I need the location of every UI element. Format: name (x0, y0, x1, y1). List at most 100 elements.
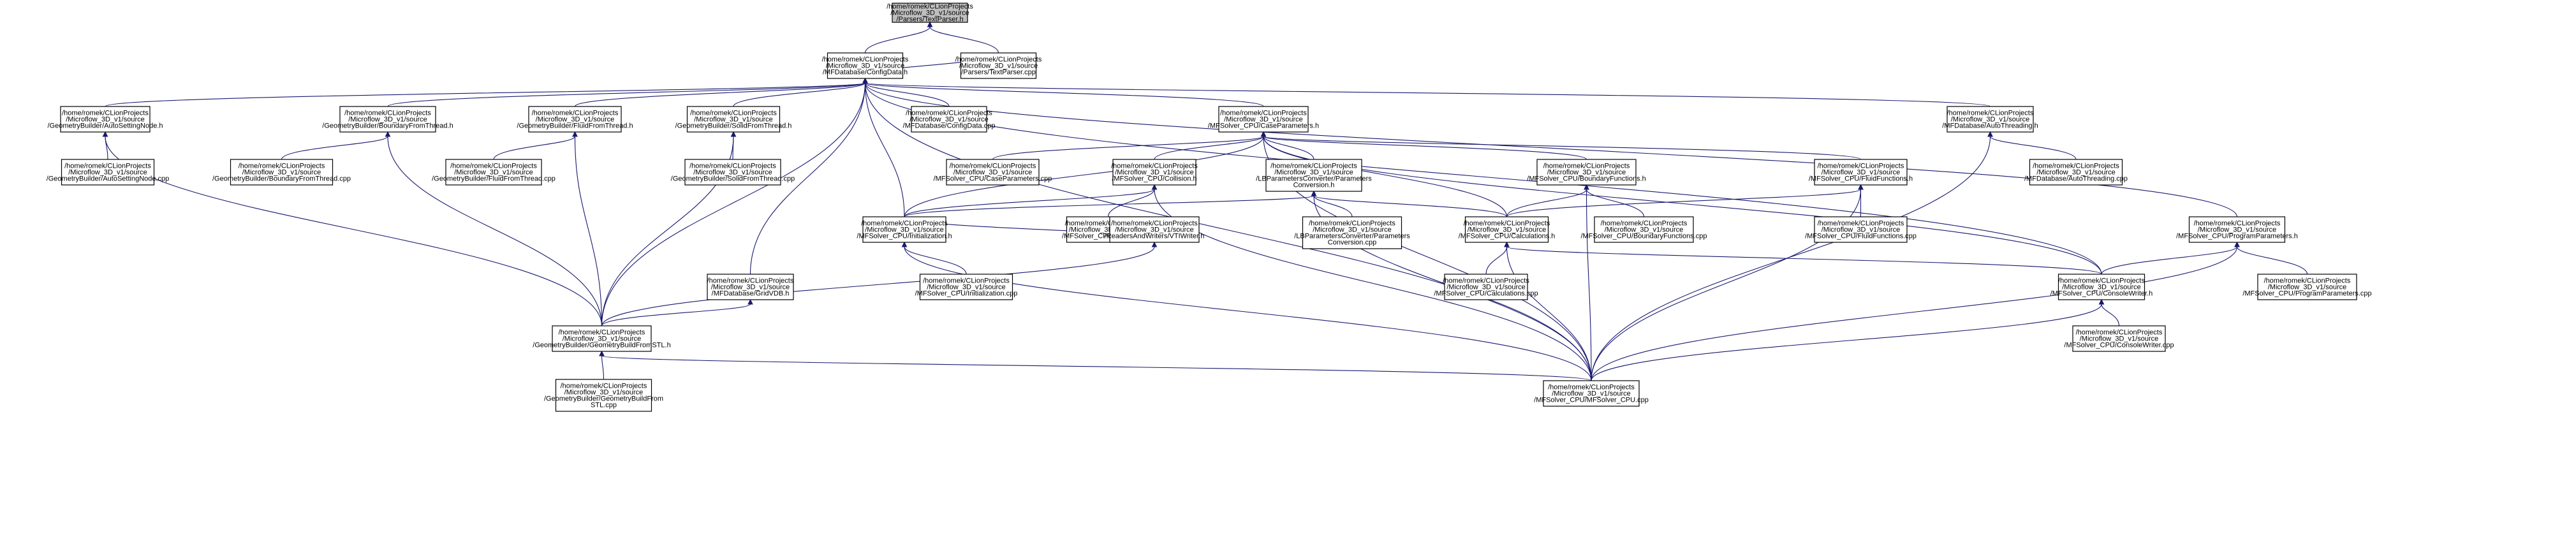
node-label-line: /Microflow_3D_v1/source (564, 389, 644, 397)
node-label-line: /Microflow_3D_v1/source (2062, 284, 2141, 291)
node-label-line: /Microflow_3D_v1/source (1224, 116, 1303, 124)
node-label-line: /home/romek/CLionProjects (532, 110, 619, 117)
node-box (911, 106, 987, 133)
node-label-line: /Microflow_3D_v1/source (68, 169, 147, 177)
edge-mfsolver-cpu-cpp-to-consolewriter-h (1591, 298, 2105, 381)
node-label-line: /home/romek/CLionProjects (887, 3, 973, 11)
node-boundaryfromthread-h[interactable]: /home/romek/CLionProjects/Microflow_3D_v… (322, 106, 453, 133)
node-autothreading-cpp[interactable]: /home/romek/CLionProjects/Microflow_3D_v… (2024, 159, 2128, 186)
edge-line (601, 355, 1592, 381)
node-fluidfunctions-h[interactable]: /home/romek/CLionProjects/Microflow_3D_v… (1809, 159, 1913, 186)
edge-arrowhead (1858, 184, 1864, 190)
edge-fluidfromthread-h-to-configdata-h (574, 77, 868, 107)
node-box (2057, 274, 2145, 300)
node-label-line: /Microflow_3D_v1/source (2198, 226, 2277, 234)
node-consolewriter-h[interactable]: /home/romek/CLionProjects/Microflow_3D_v… (2050, 274, 2153, 300)
node-box (684, 159, 781, 186)
node-autosettingnode-cpp[interactable]: /home/romek/CLionProjects/Microflow_3D_v… (47, 159, 170, 186)
node-geombuildfromstl-cpp[interactable]: /home/romek/CLionProjects/Microflow_3D_v… (544, 379, 663, 412)
node-geombuildfromstl-h[interactable]: /home/romek/CLionProjects/Microflow_3D_v… (533, 325, 671, 352)
node-collision-h[interactable]: /home/romek/CLionProjects/Microflow_3D_v… (1111, 159, 1198, 186)
node-caseparameters-h[interactable]: /home/romek/CLionProjects/Microflow_3D_v… (1208, 106, 1319, 133)
node-label-line: /home/romek/CLionProjects (861, 220, 948, 228)
node-box (960, 52, 1037, 79)
node-label-line: /Microflow_3D_v1/source (454, 169, 533, 177)
node-boundaryfromthread-cpp[interactable]: /home/romek/CLionProjects/Microflow_3D_v… (212, 159, 351, 186)
node-calculations-cpp[interactable]: /home/romek/CLionProjects/Microflow_3D_v… (1434, 274, 1538, 300)
node-caseparameters-cpp[interactable]: /home/romek/CLionProjects/Microflow_3D_v… (934, 159, 1052, 186)
node-label-line: /home/romek/CLionProjects (2264, 277, 2351, 285)
node-programparameters-h[interactable]: /home/romek/CLionProjects/Microflow_3D_v… (2176, 216, 2298, 243)
node-label-line: /MFSolver_CPU/Initialization.h (857, 233, 952, 240)
node-label-line: /home/romek/CLionProjects (950, 163, 1036, 170)
edge-arrowhead (730, 131, 737, 137)
node-textparser-cpp[interactable]: /home/romek/CLionProjects/Microflow_3D_v… (955, 52, 1042, 79)
edge-line (2101, 246, 2238, 275)
node-label-line: /Microflow_3D_v1/source (927, 284, 1006, 291)
node-gridvdb-h[interactable]: /home/romek/CLionProjects/Microflow_3D_v… (707, 274, 794, 300)
node-calculations-h[interactable]: /home/romek/CLionProjects/Microflow_3D_v… (1459, 216, 1556, 243)
edge-line (864, 82, 1991, 107)
node-label-line: /MFSolver_CPU/CaseParameters.h (1208, 122, 1319, 130)
node-textparser-h[interactable]: /home/romek/CLionProjects/Microflow_3D_v… (887, 3, 973, 24)
node-fluidfunctions-cpp[interactable]: /home/romek/CLionProjects/Microflow_3D_v… (1805, 216, 1917, 243)
node-label-line: /home/romek/CLionProjects (561, 383, 647, 390)
node-solidfromthread-cpp[interactable]: /home/romek/CLionProjects/Microflow_3D_v… (671, 159, 795, 186)
node-boundaryfunctions-h[interactable]: /home/romek/CLionProjects/Microflow_3D_v… (1527, 159, 1646, 186)
edge-line (864, 82, 1264, 107)
node-label-line: /Microflow_3D_v1/source (959, 62, 1038, 70)
node-solidfromthread-h[interactable]: /home/romek/CLionProjects/Microflow_3D_v… (675, 106, 792, 133)
node-label-line: /Microflow_3D_v1/source (1552, 390, 1631, 398)
node-box (61, 159, 155, 186)
node-box (1543, 380, 1640, 407)
edge-arrowhead (1151, 184, 1158, 190)
node-label-line: /MFSolver_CPU/ConsoleWriter.h (2050, 290, 2153, 298)
edge-collision-h-to-caseparameters-h (1154, 131, 1267, 160)
node-label-line: /MFSolver_CPU/FluidFunctions.cpp (1805, 233, 1917, 240)
edge-line (864, 82, 1592, 381)
node-label-line: /MFSolver_CPU/Initialization.cpp (915, 290, 1018, 298)
node-initialization-cpp[interactable]: /home/romek/CLionProjects/Microflow_3D_v… (915, 274, 1018, 300)
node-autosettingnode-h[interactable]: /home/romek/CLionProjects/Microflow_3D_v… (48, 106, 163, 133)
node-label-line: /MFSolver_CPU/CaseParameters.cpp (934, 175, 1052, 183)
node-configdata-h[interactable]: /home/romek/CLionProjects/Microflow_3D_v… (822, 52, 909, 79)
node-label-line: Conversion.h (1293, 182, 1335, 189)
node-box (946, 159, 1040, 186)
edge-initialization-h-to-lbparamconv-h (904, 190, 1317, 217)
node-label-line: /Microflow_3D_v1/source (2036, 169, 2116, 177)
node-fluidfromthread-cpp[interactable]: /home/romek/CLionProjects/Microflow_3D_v… (432, 159, 556, 186)
node-box (1265, 159, 1362, 192)
node-consolewriter-cpp[interactable]: /home/romek/CLionProjects/Microflow_3D_v… (2064, 325, 2174, 352)
edge-solidfromthread-h-to-configdata-h (733, 77, 868, 107)
node-box (1594, 216, 1694, 243)
node-configdata-cpp[interactable]: /home/romek/CLionProjects/Microflow_3D_v… (903, 106, 996, 133)
edge-line (2236, 246, 2308, 275)
node-mfsolver-cpu-cpp[interactable]: /home/romek/CLionProjects/Microflow_3D_v… (1534, 380, 1649, 407)
node-label-line: /GeometryBuilder/GeometryBuildFromSTL.h (533, 342, 670, 349)
node-label-line: /home/romek/CLionProjects (707, 277, 794, 285)
node-initialization-h[interactable]: /home/romek/CLionProjects/Microflow_3D_v… (857, 216, 952, 243)
node-label-line: STL.cpp (591, 402, 617, 409)
node-label-line: /Microflow_3D_v1/source (1115, 169, 1194, 177)
edge-line (904, 246, 1592, 381)
node-lbparamconv-h[interactable]: /home/romek/CLionProjects/Microflow_3D_v… (1256, 159, 1372, 192)
node-programparameters-cpp[interactable]: /home/romek/CLionProjects/Microflow_3D_v… (2242, 274, 2372, 300)
node-boundaryfunctions-cpp[interactable]: /home/romek/CLionProjects/Microflow_3D_v… (1580, 216, 1707, 243)
edge-arrowhead (1987, 131, 1993, 137)
edge-line (1313, 195, 1353, 217)
node-label-line: /MFSolver_CPU/ProgramParameters.cpp (2242, 290, 2371, 298)
edge-line (1586, 189, 1592, 381)
node-autothreading-h[interactable]: /home/romek/CLionProjects/Microflow_3D_v… (1942, 106, 2038, 133)
edge-arrowhead (1151, 241, 1158, 247)
node-label-line: /Microflow_3D_v1/source (890, 10, 969, 17)
node-vtiwriter-h[interactable]: /home/romek/CLionProjects/Microflow_3D_v… (1105, 216, 1205, 243)
edge-consolewriter-h-to-programparameters-h (2101, 241, 2240, 275)
node-label-line: /home/romek/CLionProjects (1543, 163, 1630, 170)
edge-line (929, 26, 999, 54)
node-lbparamconv-cpp[interactable]: /home/romek/CLionProjects/Microflow_3D_v… (1294, 216, 1410, 249)
edge-lbparamconv-cpp-to-lbparamconv-h (1311, 190, 1353, 217)
edge-mfsolver-cpu-cpp-to-boundaryfunctions-h (1584, 184, 1592, 381)
edge-fluidfromthread-cpp-to-fluidfromthread-h (493, 131, 578, 160)
node-label-line: /home/romek/CLionProjects (344, 110, 431, 117)
node-fluidfromthread-h[interactable]: /home/romek/CLionProjects/Microflow_3D_v… (517, 106, 633, 133)
